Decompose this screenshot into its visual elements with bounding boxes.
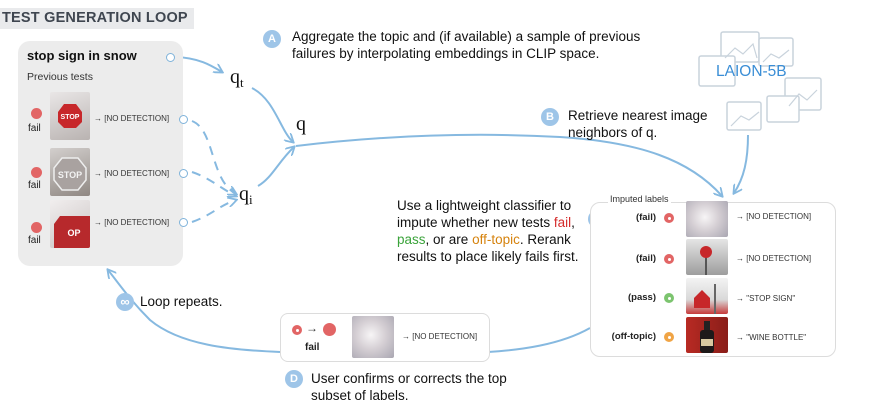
- pass-word: pass: [397, 232, 426, 247]
- dashed-row2-to-qi: [191, 171, 236, 196]
- previous-tests-panel: [18, 41, 183, 266]
- fail-dot: [31, 108, 42, 119]
- candidate-image: [686, 239, 728, 275]
- test-image: OP: [50, 200, 90, 248]
- output-text: → "WINE BOTTLE": [736, 333, 807, 342]
- step-a-text: Aggregate the topic and (if available) a…: [292, 29, 641, 61]
- fail-dot: [31, 222, 42, 233]
- wine-bottle-icon: [700, 321, 714, 353]
- stop-sign-icon: [700, 246, 712, 275]
- pass-dot: [664, 293, 674, 303]
- stop-sign-icon: STOP: [58, 104, 82, 128]
- step-c-text: Use a lightweight classifier to impute w…: [397, 197, 587, 265]
- loop-text: Loop repeats.: [140, 294, 223, 309]
- topic-connector-dot: [166, 53, 175, 62]
- laion-image-stack: [697, 28, 827, 138]
- offtopic-dot: [664, 332, 674, 342]
- topic-text: stop sign in snow: [27, 48, 137, 63]
- query-qt: qt: [230, 66, 244, 91]
- image-stack-icon: [698, 31, 822, 131]
- imputed-label: (fail): [635, 212, 656, 223]
- confirmed-fail-dot[interactable]: [323, 323, 336, 336]
- dashed-row1-to-qi: [191, 120, 236, 194]
- step-d-badge: D: [285, 370, 303, 388]
- test-image: STOP: [50, 92, 90, 140]
- fail-dot: [31, 167, 42, 178]
- output-text: → "STOP SIGN": [736, 294, 796, 303]
- diagram-title: TEST GENERATION LOOP: [0, 8, 194, 29]
- step-a-badge: A: [263, 30, 281, 48]
- arrow-q-to-imputed: [295, 133, 722, 196]
- output-text: → [NO DETECTION]: [94, 169, 170, 178]
- fail-word: fail: [553, 215, 572, 230]
- stop-sign-text: OP: [67, 228, 80, 238]
- laion-label: LAION-5B: [716, 63, 787, 80]
- imputed-labels-header: Imputed labels: [608, 194, 671, 204]
- stop-sign-text: STOP: [61, 114, 80, 121]
- arrow-laion-to-imputed: [734, 134, 749, 193]
- imputed-label: (off-topic): [611, 331, 656, 342]
- fail-dot: [664, 254, 674, 264]
- arrow-loop-back: [108, 270, 281, 353]
- output-text: → [NO DETECTION]: [94, 114, 170, 123]
- status-label: fail: [28, 235, 41, 246]
- candidate-image: [686, 278, 728, 314]
- confirmed-label: fail: [305, 342, 320, 353]
- query-qi-subscript: i: [249, 192, 253, 208]
- status-label: fail: [28, 180, 41, 191]
- row-connector-dot: [179, 115, 188, 124]
- row-connector-dot: [179, 218, 188, 227]
- step-b-badge: B: [541, 108, 559, 126]
- step-c-text-part: . Rerank results to place likely fails f…: [397, 232, 579, 264]
- imputed-fail-dot: [292, 325, 302, 335]
- step-c-text-part: ,: [571, 215, 575, 230]
- query-qi-symbol: q: [239, 183, 249, 205]
- query-q: q: [296, 113, 306, 135]
- query-qt-symbol: q: [230, 66, 240, 88]
- stop-sign-icon: OP: [54, 216, 90, 248]
- stop-sign-text: STOP: [58, 170, 82, 180]
- previous-tests-label: Previous tests: [27, 71, 93, 83]
- test-image: STOP: [50, 148, 90, 196]
- query-qt-subscript: t: [240, 75, 244, 91]
- arrow-qt-to-q: [251, 87, 293, 142]
- loop-badge: ∞: [116, 293, 134, 311]
- candidate-image: [686, 201, 728, 237]
- offtopic-word: off-topic: [472, 232, 520, 247]
- candidate-image: [352, 316, 394, 358]
- candidate-image: [686, 317, 728, 353]
- output-text: → [NO DETECTION]: [402, 332, 478, 341]
- output-text: → [NO DETECTION]: [736, 254, 812, 263]
- output-text: → [NO DETECTION]: [736, 212, 812, 221]
- dashed-row3-to-qi: [191, 200, 236, 223]
- step-c-text-part: Use a lightweight classifier to impute w…: [397, 198, 572, 230]
- output-text: → [NO DETECTION]: [94, 218, 170, 227]
- arrow-imputed-to-confirm: [487, 327, 591, 353]
- imputed-label: (pass): [628, 292, 656, 303]
- stop-sign-icon: [694, 284, 716, 314]
- stop-sign-icon: STOP: [53, 157, 87, 191]
- arrow-symbol: →: [306, 321, 318, 335]
- arrow-qi-to-q: [257, 147, 294, 187]
- step-c-text-part: , or are: [425, 232, 469, 247]
- imputed-label: (fail): [635, 253, 656, 264]
- query-qi: qi: [239, 183, 253, 208]
- status-label: fail: [28, 123, 41, 134]
- fail-dot: [664, 213, 674, 223]
- row-connector-dot: [179, 169, 188, 178]
- step-d-text: User confirms or corrects the top subset…: [311, 371, 507, 403]
- step-b-text: Retrieve nearest image neighbors of q.: [568, 108, 708, 140]
